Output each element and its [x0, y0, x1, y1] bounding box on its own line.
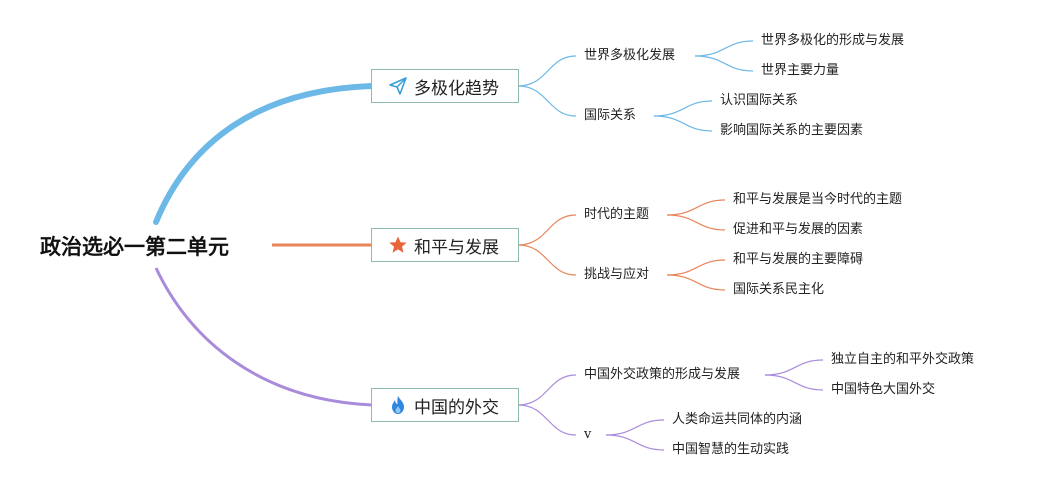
link-b3-c1-g1: [764, 359, 824, 376]
branch-label: 中国的外交: [414, 397, 499, 418]
branch-topic-peace-development[interactable]: 和平与发展: [371, 228, 519, 262]
branch-label: 多极化趋势: [414, 78, 499, 99]
leaf-topic[interactable]: 促进和平与发展的因素: [733, 222, 864, 237]
leaf-topic[interactable]: 世界多极化的形成与发展: [761, 33, 905, 48]
link-b3-c2-g1: [605, 419, 665, 436]
leaf-topic[interactable]: 中国智慧的生动实践: [672, 442, 790, 457]
leaf-topic[interactable]: 人类命运共同体的内涵: [672, 412, 803, 427]
subtopic-foreign-policy[interactable]: 中国外交政策的形成与发展: [584, 367, 741, 382]
trunk-line-1: [153, 83, 375, 225]
link-b3-c2: [517, 404, 577, 436]
link-b2-c2-g1: [666, 259, 726, 276]
leaf-topic[interactable]: 独立自主的和平外交政策: [831, 352, 975, 367]
link-b1-c2-g2: [653, 115, 713, 132]
subtopic-v[interactable]: v: [584, 427, 592, 442]
leaf-topic[interactable]: 世界主要力量: [761, 63, 840, 78]
link-b2-c1: [517, 214, 577, 246]
leaf-topic[interactable]: 和平与发展的主要障碍: [733, 252, 864, 267]
trunk-line-3: [154, 267, 373, 407]
subtopic-international-relations[interactable]: 国际关系: [584, 108, 637, 123]
branch-label: 和平与发展: [414, 237, 499, 258]
link-b3-c2-g2: [605, 434, 665, 451]
leaf-topic[interactable]: 和平与发展是当今时代的主题: [733, 192, 903, 207]
branch-topic-multipolar[interactable]: 多极化趋势: [371, 69, 519, 103]
link-b1-c1-g1: [694, 40, 754, 57]
root-topic[interactable]: 政治选必一第二单元: [40, 235, 229, 259]
leaf-topic[interactable]: 国际关系民主化: [733, 282, 825, 297]
subtopic-world-multipolar[interactable]: 世界多极化发展: [584, 48, 676, 63]
link-b3-c1: [517, 374, 577, 406]
link-b1-c1-g2: [694, 55, 754, 72]
star-icon: [388, 235, 408, 255]
link-b2-c1-g2: [666, 214, 726, 231]
link-b1-c2: [517, 85, 577, 117]
leaf-topic[interactable]: 中国特色大国外交: [831, 382, 936, 397]
link-b2-c1-g1: [666, 199, 726, 216]
subtopic-challenges[interactable]: 挑战与应对: [584, 267, 650, 282]
link-b3-c1-g2: [764, 374, 824, 391]
flame-icon: [388, 395, 408, 415]
leaf-topic[interactable]: 影响国际关系的主要因素: [720, 123, 864, 138]
paper-plane-icon: [388, 76, 408, 96]
subtopic-theme-of-times[interactable]: 时代的主题: [584, 207, 650, 222]
branch-topic-china-diplomacy[interactable]: 中国的外交: [371, 388, 519, 422]
link-b1-c1: [517, 55, 577, 87]
link-b2-c2: [517, 244, 577, 276]
leaf-topic[interactable]: 认识国际关系: [720, 93, 799, 108]
link-b2-c2-g2: [666, 274, 726, 291]
link-b1-c2-g1: [653, 100, 713, 117]
